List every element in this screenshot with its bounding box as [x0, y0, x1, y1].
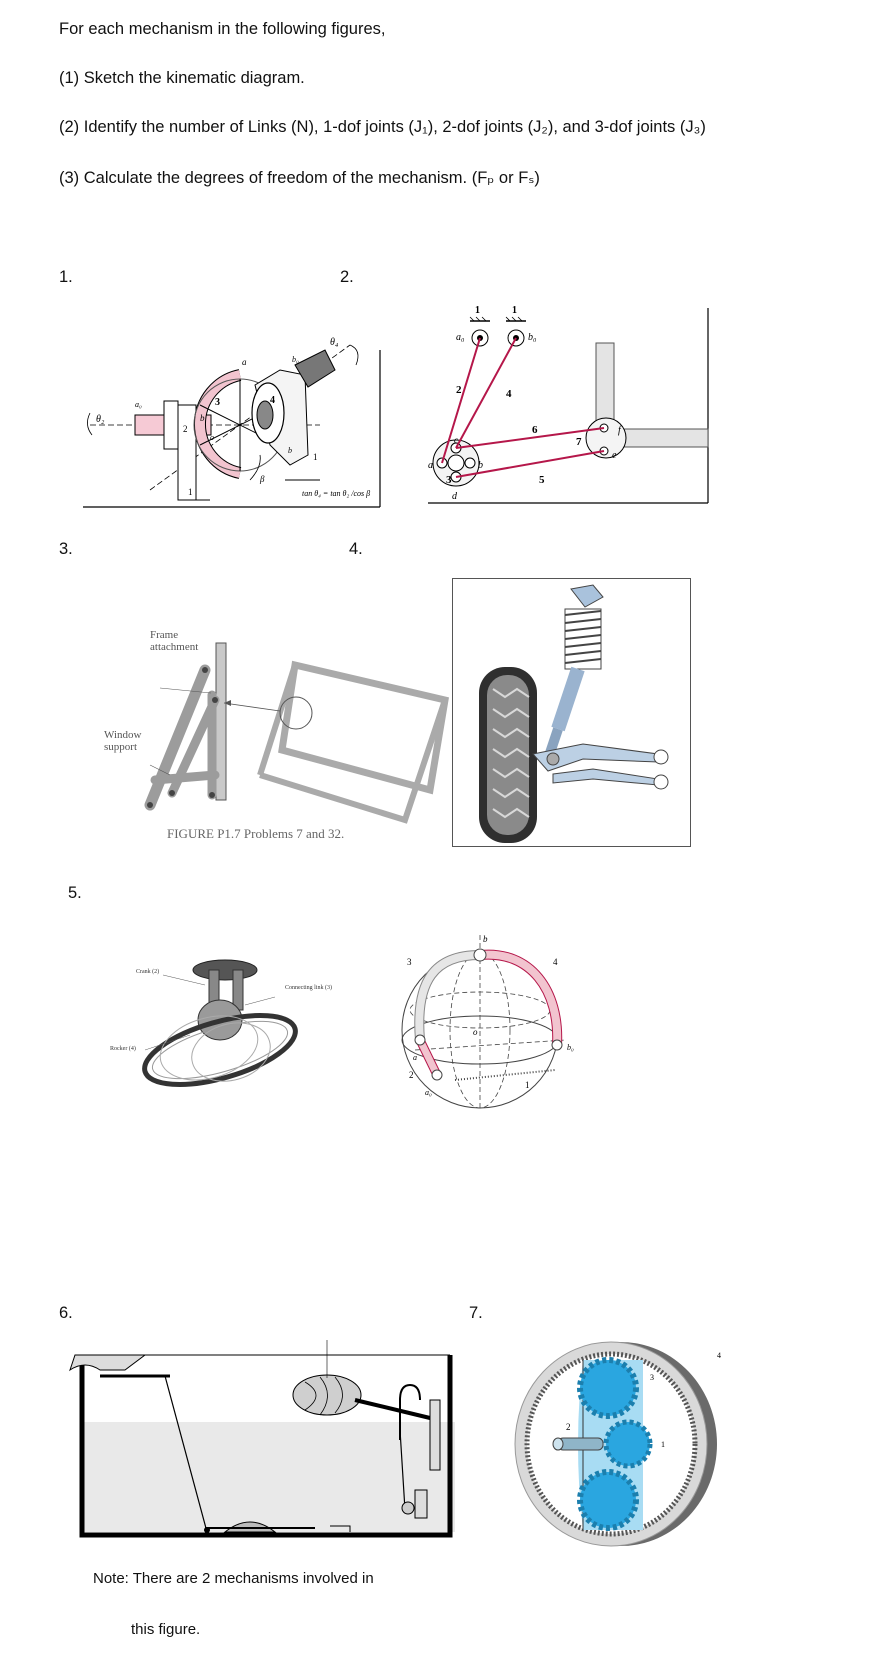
- figure-6-tank-mechanism: [69, 1340, 455, 1538]
- frame-label-line-1: Frame: [150, 629, 179, 641]
- problem-number-7: 7.: [469, 1304, 483, 1322]
- problem-number-3: 3.: [59, 540, 73, 558]
- figure-7-planetary-gear: 2 3 1 4: [514, 1341, 721, 1547]
- figure-5-spherical-linkage: b 3 4 o a 2 a₀ 1 b₀: [401, 934, 574, 1110]
- instruction-item-3: (3) Calculate the degrees of freedom of …: [59, 169, 540, 187]
- problem-number-2: 2.: [340, 268, 354, 286]
- frame-attachment-label: Frame attachment: [150, 629, 198, 653]
- fig1-label: 1: [188, 487, 193, 497]
- fig2-label: 6: [532, 424, 538, 436]
- fig2-label: d: [452, 491, 458, 502]
- problem-number-6: 6.: [59, 1304, 73, 1322]
- fig7-label: 1: [661, 1440, 665, 1449]
- fig2-label: f: [618, 425, 622, 436]
- fig7-label: 2: [566, 1422, 571, 1432]
- fig7-label: 4: [717, 1351, 721, 1360]
- problem-number-4: 4.: [349, 540, 363, 558]
- fig1-label: θ₂: [96, 414, 105, 425]
- fig1-label: b: [200, 413, 205, 423]
- fig1-formula: tan θ₄ = tan θ₂ /cos β: [302, 489, 370, 498]
- figure-2-linkage: 1 1 a₀ b₀ 2 4 6 7 f e c a b 3 d 5: [428, 305, 709, 504]
- crank-label: Crank (2): [136, 969, 160, 975]
- instruction-item-1: (1) Sketch the kinematic diagram.: [59, 69, 305, 87]
- fig2-label: 1: [512, 305, 517, 316]
- fig2-label: e: [612, 450, 617, 461]
- rocker-label: Rocker (4): [110, 1046, 136, 1052]
- figure-3-window-linkage: [144, 642, 449, 824]
- fig2-label: a: [428, 460, 433, 471]
- fig5-label: 2: [409, 1070, 414, 1080]
- fig1-label: 3: [215, 397, 220, 408]
- fig5-label: 3: [407, 957, 412, 967]
- instruction-item-2: (2) Identify the number of Links (N), 1-…: [59, 118, 706, 136]
- fig5-label: a₀: [425, 1088, 432, 1097]
- fig2-label: 1: [475, 305, 480, 316]
- fig1-label: a: [242, 357, 247, 367]
- figure-5-fan: [142, 959, 298, 1087]
- connecting-link-label: Connecting link (3): [285, 985, 332, 991]
- fig1-label: b₀: [292, 355, 299, 364]
- fig5-label: b₀: [567, 1043, 574, 1052]
- fig2-label: b: [478, 460, 483, 471]
- fig2-label: 3: [446, 474, 452, 486]
- fig5-label: b: [483, 934, 488, 944]
- fig1-label: a₀: [135, 400, 142, 409]
- fig2-label: c: [454, 435, 458, 445]
- fig2-label: 2: [456, 384, 462, 396]
- fig1-label: θ₄: [330, 337, 339, 348]
- window-label-line-1: Window: [104, 729, 142, 741]
- fig7-label: 3: [650, 1373, 654, 1382]
- fig1-label: b: [288, 446, 292, 455]
- problem-number-1: 1.: [59, 268, 73, 286]
- fig1-label: 2: [183, 424, 188, 434]
- figure-4-suspension: [479, 584, 669, 843]
- fig2-label: a₀: [456, 332, 465, 343]
- frame-label-line-2: attachment: [150, 641, 199, 653]
- figure-1-universal-joint: θ₂ a₀ 2 3 4 a b b₀ θ₄ 1 1 β o b tan θ₄ =…: [83, 337, 381, 508]
- figure-3-caption: FIGURE P1.7 Problems 7 and 32.: [167, 826, 345, 841]
- fig2-label: 4: [506, 388, 512, 400]
- fig1-label: 4: [270, 395, 275, 406]
- fig1-label: o: [210, 433, 214, 442]
- fig5-label: o: [473, 1027, 478, 1037]
- fig5-label: 1: [525, 1080, 530, 1090]
- fig5-label: a: [413, 1053, 417, 1062]
- fig5-label: 4: [553, 957, 558, 967]
- window-label-line-2: support: [104, 741, 137, 753]
- fig1-label: 1: [313, 452, 318, 462]
- problem-number-5: 5.: [68, 884, 82, 902]
- note-line-1: Note: There are 2 mechanisms involved in: [93, 1570, 374, 1587]
- intro-text: For each mechanism in the following figu…: [59, 20, 386, 38]
- fig2-label: 7: [576, 436, 582, 448]
- window-support-label: Window support: [104, 729, 141, 753]
- fig2-label: 5: [539, 474, 545, 486]
- note-line-2: this figure.: [131, 1621, 201, 1638]
- fig2-label: b₀: [528, 332, 537, 343]
- fig1-label: β: [259, 474, 265, 484]
- figure-4-frame: [452, 578, 691, 847]
